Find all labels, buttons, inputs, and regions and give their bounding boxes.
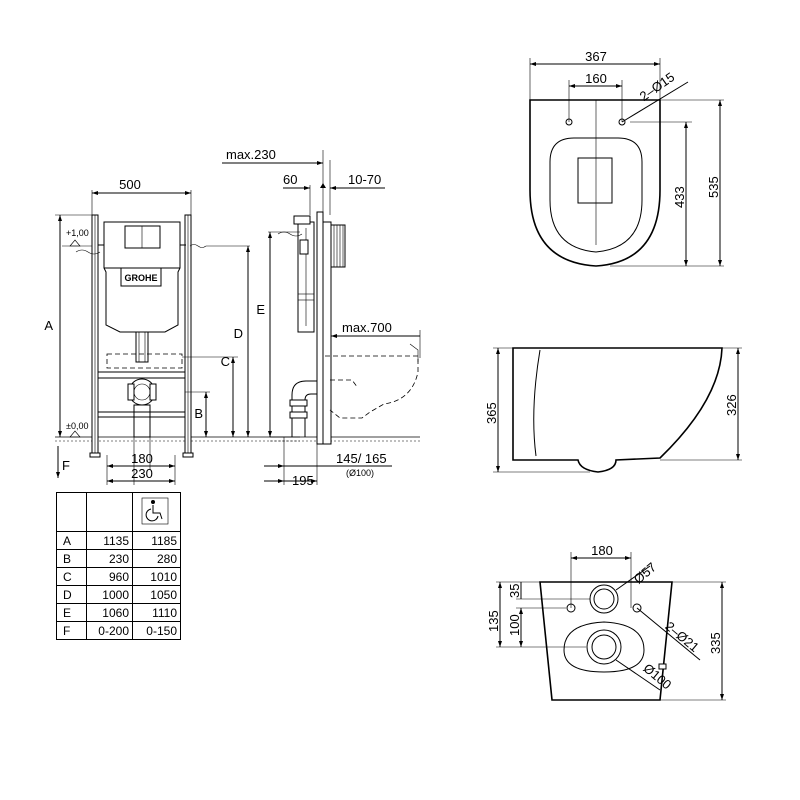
dim-b: B (194, 406, 203, 421)
bowl-rear-view: 180 Ø57 Ø100 2–Ø21 135 100 35 335 (486, 543, 726, 701)
bolt-holes: 2–Ø15 (637, 69, 678, 104)
dim-145-165: 145/ 165 (336, 451, 387, 466)
dim-100-rear: 100 (507, 614, 522, 636)
dim-365: 365 (484, 402, 499, 424)
accessible-value: 1050 (132, 585, 181, 604)
table-header-row (56, 492, 181, 532)
standard-value: 1000 (86, 585, 133, 604)
dimension-table: A 1135 1185 B 230 280 C 960 1010 D 1000 … (56, 492, 181, 640)
row-label: B (56, 549, 87, 568)
row-label: F (56, 621, 87, 640)
dim-335: 335 (708, 632, 723, 654)
dim-max-700: max.700 (342, 320, 392, 335)
standard-value: 1060 (86, 603, 133, 622)
accessible-value: 1010 (132, 567, 181, 586)
dim-180-front: 180 (131, 451, 153, 466)
accessible-value: 280 (132, 549, 181, 568)
standard-value: 1135 (86, 531, 133, 550)
dim-max-230: max.230 (226, 147, 276, 162)
dim-35: 35 (507, 584, 522, 598)
dim-367: 367 (585, 49, 607, 64)
dim-a: A (44, 318, 53, 333)
table-row: A 1135 1185 (56, 531, 181, 550)
frame-side-view: max.230 60 10-70 E (222, 147, 421, 488)
dia-21: 2–Ø21 (662, 618, 702, 655)
dim-433: 433 (672, 186, 687, 208)
table-row: F 0-200 0-150 (56, 621, 181, 640)
bowl-top-view: 367 160 2–Ø15 433 535 (529, 49, 724, 267)
dim-230-front: 230 (131, 466, 153, 481)
dim-d: D (234, 326, 243, 341)
accessible-value: 1110 (132, 603, 181, 622)
dim-10-70: 10-70 (348, 172, 381, 187)
level-bottom: ±0,00 (66, 421, 88, 431)
dim-160: 160 (585, 71, 607, 86)
table-row: B 230 280 (56, 549, 181, 568)
dim-f: F (62, 458, 70, 473)
dim-500: 500 (119, 177, 141, 192)
accessible-value: 0-150 (132, 621, 181, 640)
row-label: E (56, 603, 87, 622)
standard-value: 230 (86, 549, 133, 568)
grohe-logo: GROHE (124, 273, 157, 283)
bowl-side-view: 365 326 (484, 347, 742, 473)
accessible-column-header (132, 492, 181, 532)
dim-e: E (256, 302, 265, 317)
dim-60: 60 (283, 172, 297, 187)
dim-326: 326 (724, 394, 739, 416)
level-top: +1,00 (66, 228, 89, 238)
row-label: A (56, 531, 87, 550)
dim-195: 195 (292, 473, 314, 488)
dim-pipe-100: (Ø100) (346, 468, 374, 478)
dim-c: C (221, 354, 230, 369)
accessible-value: 1185 (132, 531, 181, 550)
standard-value: 960 (86, 567, 133, 586)
table-row: D 1000 1050 (56, 585, 181, 604)
standard-value: 0-200 (86, 621, 133, 640)
frame-front-view: 500 GROHE (44, 177, 300, 485)
dia-100: Ø100 (640, 660, 674, 692)
dim-180-rear: 180 (591, 543, 613, 558)
table-row: E 1060 1110 (56, 603, 181, 622)
dim-135: 135 (486, 610, 501, 632)
table-row: C 960 1010 (56, 567, 181, 586)
row-label: D (56, 585, 87, 604)
dim-535: 535 (706, 176, 721, 198)
row-label: C (56, 567, 87, 586)
